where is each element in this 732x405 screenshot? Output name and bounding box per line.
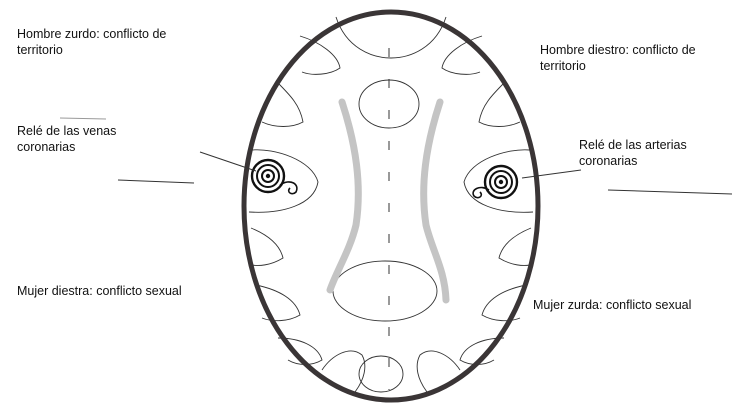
label-coronary-veins-relay: Relé de las venas coronarias [17, 123, 116, 155]
label-left-handed-woman: Mujer zurda: conflicto sexual [533, 297, 691, 313]
label-left-handed-man: Hombre zurdo: conflicto de territorio [17, 26, 166, 58]
right-relay-lobe [464, 150, 533, 212]
right-guide-line [608, 190, 732, 194]
right-relay-spiral-icon [473, 166, 517, 198]
top-center-lobe [336, 17, 446, 58]
label-right-handed-woman: Mujer diestra: conflicto sexual [17, 283, 182, 299]
brain-section-outlines [249, 17, 533, 392]
upper-left-lobe [300, 36, 340, 74]
side-right-lobe-2 [499, 228, 531, 265]
bottom-ventricle [359, 356, 403, 392]
label-coronary-arteries-relay: Relé de las arterias coronarias [579, 137, 687, 169]
label-right-handed-man: Hombre diestro: conflicto de territorio [540, 42, 696, 74]
left-guide-line [118, 180, 194, 183]
brain-outline-oval [244, 12, 538, 400]
bottom-left-lobe [322, 351, 365, 392]
left-relay-spiral-icon [252, 160, 297, 194]
right-relay-pointer [522, 170, 581, 178]
lower-ventricle [333, 261, 437, 321]
left-shaded-band [330, 102, 358, 290]
right-shaded-band [424, 102, 446, 300]
bottom-right-lobe [417, 351, 460, 392]
left-faint-line [60, 118, 106, 119]
upper-right-lobe [442, 36, 482, 74]
side-left-lobe-2 [251, 228, 283, 265]
